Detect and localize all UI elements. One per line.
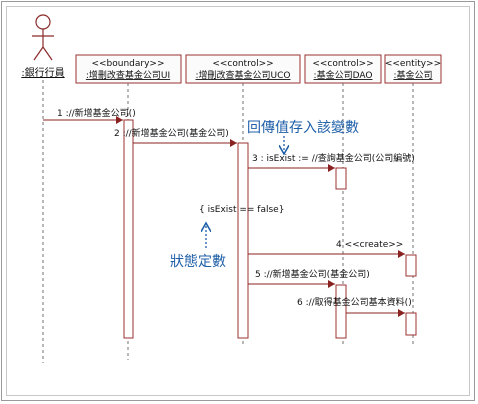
message-6-label: 6 ://取得基金公司基本資料() — [297, 296, 412, 308]
participant-stereotype: <<control>> — [212, 59, 273, 69]
message-1-label: 1 ://新增基金公司() — [57, 107, 136, 119]
activation-bars — [123, 119, 417, 339]
activation-uco — [237, 142, 249, 339]
participant-name: :基金公司 — [393, 69, 432, 81]
participant-entity: <<entity>> :基金公司 — [384, 54, 442, 84]
participant-control-dao: <<control>> :基金公司DAO — [304, 54, 382, 84]
guard-condition: { isExist == false} — [199, 205, 284, 215]
activation-ui — [123, 119, 134, 339]
participant-name: :基金公司DAO — [314, 69, 373, 81]
message-4-label: 4 <<create>> — [336, 240, 403, 250]
participant-control-uco: <<control>> :增刪改查基金公司UCO — [185, 54, 301, 84]
return-value-note: 回傳值存入該變數 — [247, 120, 359, 136]
inner-border — [6, 6, 470, 396]
activation-dao-1 — [335, 167, 347, 190]
state-constant-note: 狀態定數 — [170, 254, 226, 270]
participant-name: :增刪改查基金公司UI — [86, 69, 170, 81]
activation-dao-2 — [335, 284, 347, 339]
activation-entity-2 — [405, 312, 417, 336]
participant-stereotype: <<entity>> — [385, 59, 441, 69]
message-5-label: 5 ://新增基金公司(基金公司) — [255, 268, 370, 280]
activation-entity-1 — [405, 254, 417, 277]
actor-figure-icon — [32, 14, 54, 61]
message-3-label: 3 : isExist := //查詢基金公司(公司編號) — [252, 152, 415, 164]
message-2-label: 2 ://新增基金公司(基金公司) — [114, 127, 229, 139]
participant-name: :增刪改查基金公司UCO — [196, 69, 291, 81]
participant-stereotype: <<control>> — [312, 59, 373, 69]
message-arrows — [43, 116, 405, 317]
participant-stereotype: <<boundary>> — [91, 59, 164, 69]
participant-boundary-ui: <<boundary>> :增刪改查基金公司UI — [75, 54, 182, 84]
actor-label: :銀行行員 — [21, 66, 64, 79]
